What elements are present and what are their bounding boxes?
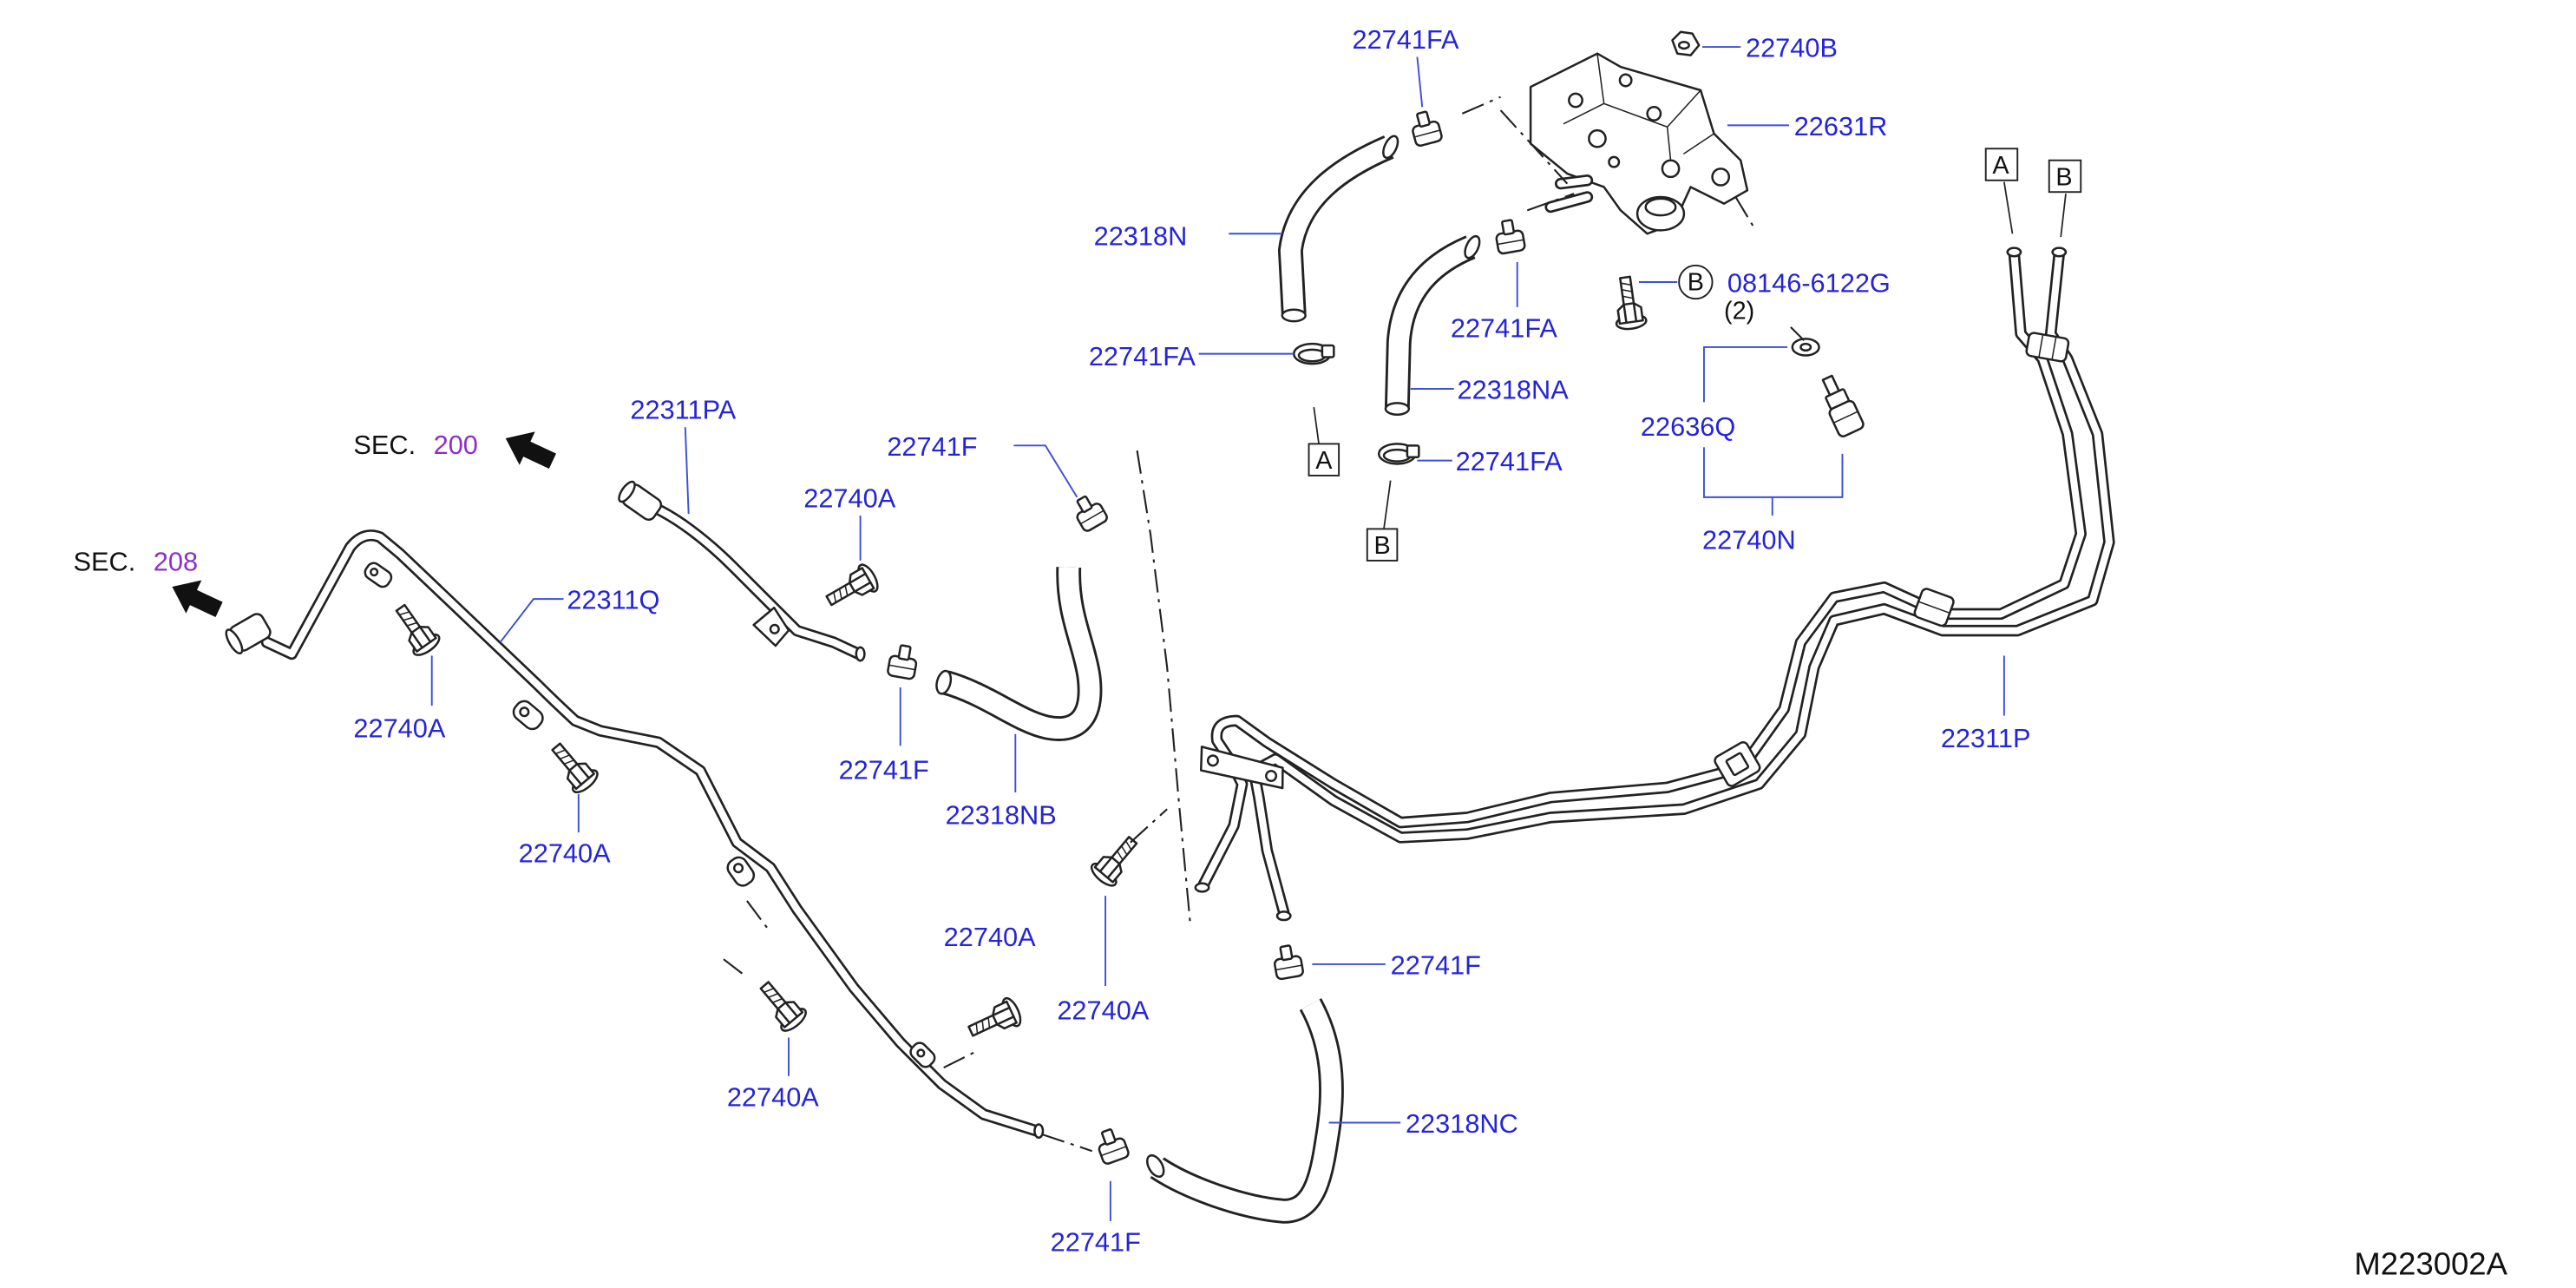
bolt — [963, 995, 1026, 1047]
bolt — [1086, 829, 1146, 891]
part-label: 22741F — [1051, 1226, 1141, 1257]
part-label: 22740B — [1746, 33, 1838, 63]
tube-bracket — [1199, 746, 1284, 790]
bolt — [751, 974, 811, 1036]
tube-end — [855, 646, 866, 662]
part-label: 22311Q — [567, 585, 659, 615]
part-label: 22741F — [1391, 950, 1481, 980]
part-label: 22311PA — [630, 395, 736, 425]
part-label: 22318N — [1094, 221, 1188, 252]
sensor-22740n — [1821, 374, 1865, 437]
tube-bracket — [512, 700, 544, 731]
fastener-part-number: 08146-6122G — [1727, 268, 1891, 299]
part-label: 22741F — [839, 755, 929, 785]
part-label: 22740A — [727, 1081, 819, 1112]
bracket-fitting — [1544, 174, 1594, 214]
bolt — [1609, 274, 1649, 332]
marker-letter: A — [1992, 152, 2009, 180]
section-number: 208 — [154, 546, 198, 576]
part-label: 22741FA — [1352, 24, 1459, 55]
section-prefix: SEC. — [74, 546, 136, 576]
tube-bracket — [364, 562, 393, 588]
hose-clip — [1292, 342, 1335, 365]
leader-lines — [430, 46, 2005, 1221]
tube-end — [2051, 246, 2068, 258]
section-ref-208: SEC. 208 — [74, 546, 223, 618]
part-label: 22631R — [1794, 111, 1888, 141]
section-prefix: SEC. — [353, 430, 416, 460]
nut-22740b — [1671, 30, 1701, 56]
tube-clamp — [1714, 741, 1761, 787]
tube-clamp — [1913, 588, 1955, 628]
part-label: 22740A — [1057, 995, 1149, 1025]
part-label: 22311P — [1941, 723, 2031, 753]
bolt — [820, 561, 882, 615]
part-label: 22741F — [887, 431, 977, 462]
tube-clamp — [2025, 332, 2070, 363]
tube-22311q — [225, 529, 1045, 1140]
connection-marker-a: A — [1308, 407, 1340, 476]
hose-22318na — [1384, 234, 1481, 417]
part-label: 22741FA — [1456, 446, 1563, 476]
arrow-up-left-icon — [505, 431, 556, 469]
part-label: 22740N — [1702, 524, 1796, 555]
hose-22318nc — [1146, 998, 1344, 1224]
drawing-number: M223002A — [2354, 1245, 2507, 1281]
fastener-marker: B — [1688, 269, 1704, 297]
part-label: 22318NC — [1406, 1108, 1518, 1139]
hose-clip — [1270, 943, 1305, 982]
section-ref-200: SEC. 200 — [353, 430, 556, 469]
marker-letter: B — [1373, 532, 1390, 560]
tube-bracket — [726, 856, 756, 887]
hose-22318n — [1277, 135, 1399, 323]
tube-connector — [618, 480, 663, 522]
tube-end — [1033, 1123, 1045, 1140]
bracket-22631r — [1529, 52, 1749, 235]
tube-end — [2006, 246, 2022, 258]
marker-letter: A — [1315, 447, 1333, 475]
part-callouts: 22741FA 22740B 22631R 22318N 22741FA 227… — [353, 24, 2030, 1258]
tube-end — [1275, 910, 1292, 922]
hose-clip — [1377, 443, 1420, 465]
part-label: 22741FA — [1089, 341, 1196, 371]
section-number: 200 — [434, 430, 478, 460]
part-label: 22318NA — [1458, 375, 1570, 405]
fastener-quantity: (2) — [1724, 297, 1754, 325]
washer-22636q — [1791, 338, 1820, 357]
bolt — [387, 598, 444, 660]
tube-22311pa — [618, 480, 866, 662]
part-label: 22740A — [353, 713, 445, 744]
hose-22318nb — [935, 567, 1103, 741]
phantom-lines — [723, 95, 1806, 1153]
part-label: 22740A — [519, 838, 611, 869]
hose-clip — [1492, 217, 1527, 256]
part-label: 22318NB — [946, 800, 1057, 831]
tube-bracket — [909, 1042, 936, 1068]
connection-marker-b: B — [1366, 480, 1399, 562]
tube-bracket — [752, 606, 790, 647]
tube-connector — [225, 613, 272, 654]
tube-end — [1194, 882, 1210, 893]
hose-clip — [1092, 1125, 1131, 1166]
hose-clip — [1407, 108, 1445, 148]
tube-22311p — [1194, 246, 2115, 922]
connection-marker-a: A — [1984, 148, 2019, 234]
part-label: 22636Q — [1641, 411, 1735, 442]
arrow-up-left-icon — [172, 580, 223, 618]
connection-marker-b: B — [2048, 159, 2082, 238]
part-label: 22740A — [944, 922, 1036, 952]
part-label: 22741FA — [1451, 312, 1558, 343]
fastener-callout: B 08146-6122G (2) — [1678, 264, 1891, 325]
bolt — [543, 736, 602, 798]
hose-clip — [886, 642, 921, 681]
part-label: 22740A — [803, 483, 895, 513]
hose-clip — [1068, 490, 1111, 534]
marker-letter: B — [2055, 164, 2072, 192]
